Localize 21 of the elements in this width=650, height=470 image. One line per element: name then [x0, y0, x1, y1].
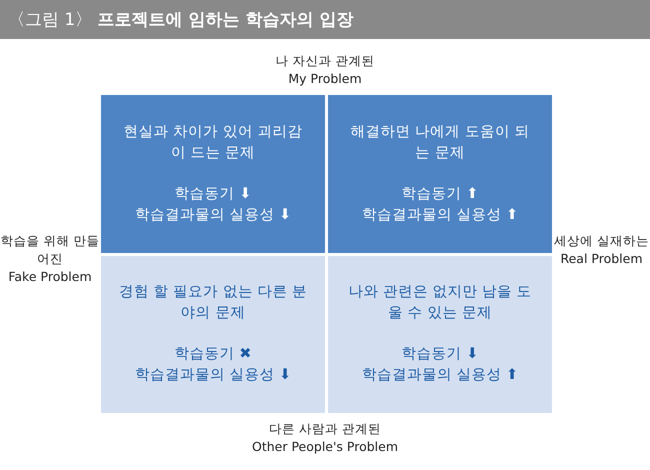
rating-text: 학습결과물의 실용성 ⬆ — [362, 366, 518, 386]
rating-text: 학습동기 ⬆ — [402, 184, 478, 204]
quadrant-heading: 현실과 차이가 있어 괴리감이 드는 문제 — [122, 122, 304, 163]
axis-label: 학습을 위해 만들어진 Fake Problem — [0, 232, 100, 286]
quadrant-box — [101, 95, 325, 252]
quadrant-heading: 나와 관련은 없지만 남을 도울 수 있는 문제 — [347, 283, 533, 324]
quadrant-box — [328, 256, 552, 413]
quadrant-heading: 해결하면 나에게 도움이 되는 문제 — [350, 122, 530, 163]
axis-label: 나 자신과 관계된 My Problem — [274, 52, 376, 88]
rating-text: 학습결과물의 실용성 ⬇ — [134, 366, 292, 386]
quadrant-box — [328, 95, 552, 252]
quadrant-box — [101, 256, 325, 413]
rating-text: 학습결과물의 실용성 ⬇ — [134, 206, 292, 225]
quadrant-heading: 경험 할 필요가 없는 다른 분야의 문제 — [118, 283, 308, 324]
axis-label: 세상에 실재하는 Real Problem — [553, 232, 650, 268]
rating-text: 학습동기 ⬇ — [174, 184, 252, 204]
rating-text: 학습결과물의 실용성 ⬆ — [362, 206, 518, 225]
rating-text: 학습동기 ⬇ — [402, 345, 478, 364]
rating-text: 학습동기 ✖ — [174, 345, 252, 364]
axis-label: 다른 사람과 관계된 Other People's Problem — [250, 420, 400, 456]
title: 〈그림 1〉 프로젝트에 임하는 학습자의 입장 — [8, 9, 354, 31]
